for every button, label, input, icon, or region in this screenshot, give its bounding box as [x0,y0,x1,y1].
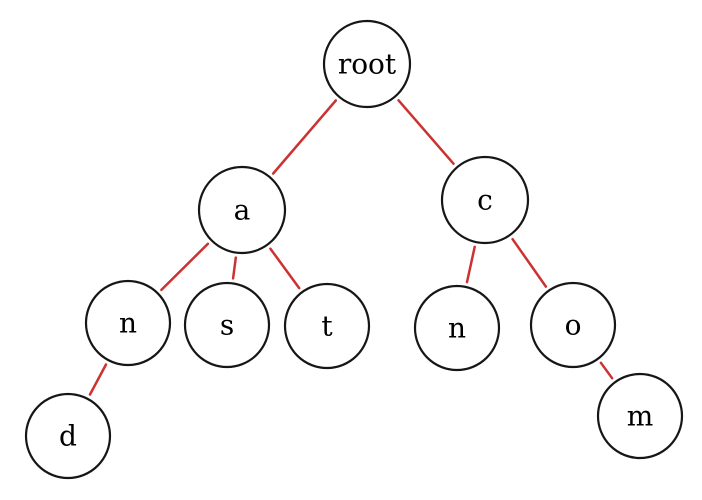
node-circle-c [440,155,530,245]
tree-edge-n1-d [88,363,108,396]
node-label-a: a [234,194,251,227]
tree-node-a: a [197,165,287,255]
nodes-layer: root a c n s t n o d m [24,19,684,480]
tree-edge-o-m [599,361,614,380]
node-label-root: root [338,48,397,81]
node-circle-o [529,281,617,369]
tree-edge-root-a [271,99,338,175]
node-circle-t [283,282,371,370]
tree-node-root: root [322,19,412,109]
node-circle-d [24,392,112,480]
tree-edge-c-n2 [465,245,476,284]
node-circle-n1 [84,279,172,367]
node-label-t: t [321,310,333,343]
node-label-n1: n [119,307,137,340]
tree-edge-a-n1 [160,242,210,292]
edges-layer [88,99,614,396]
tree-node-s: s [183,281,271,369]
tree-edge-a-s [231,256,238,280]
node-circle-s [183,281,271,369]
node-label-m: m [627,400,654,433]
node-circle-m [596,372,684,460]
node-label-n2: n [448,312,466,345]
tree-node-n1: n [84,279,172,367]
node-circle-n2 [413,284,501,372]
node-label-s: s [220,309,234,342]
tree-node-t: t [283,282,371,370]
node-circle-a [197,165,287,255]
tree-edge-a-t [269,247,301,290]
tree-edge-root-c [397,99,455,165]
node-label-d: d [59,420,77,453]
tree-node-n2: n [413,284,501,372]
tree-node-m: m [596,372,684,460]
node-label-c: c [477,184,493,217]
tree-node-c: c [440,155,530,245]
tree-edge-c-o [511,237,548,288]
node-label-o: o [565,309,582,342]
tree-node-d: d [24,392,112,480]
tree-node-o: o [529,281,617,369]
node-circle-root [322,19,412,109]
